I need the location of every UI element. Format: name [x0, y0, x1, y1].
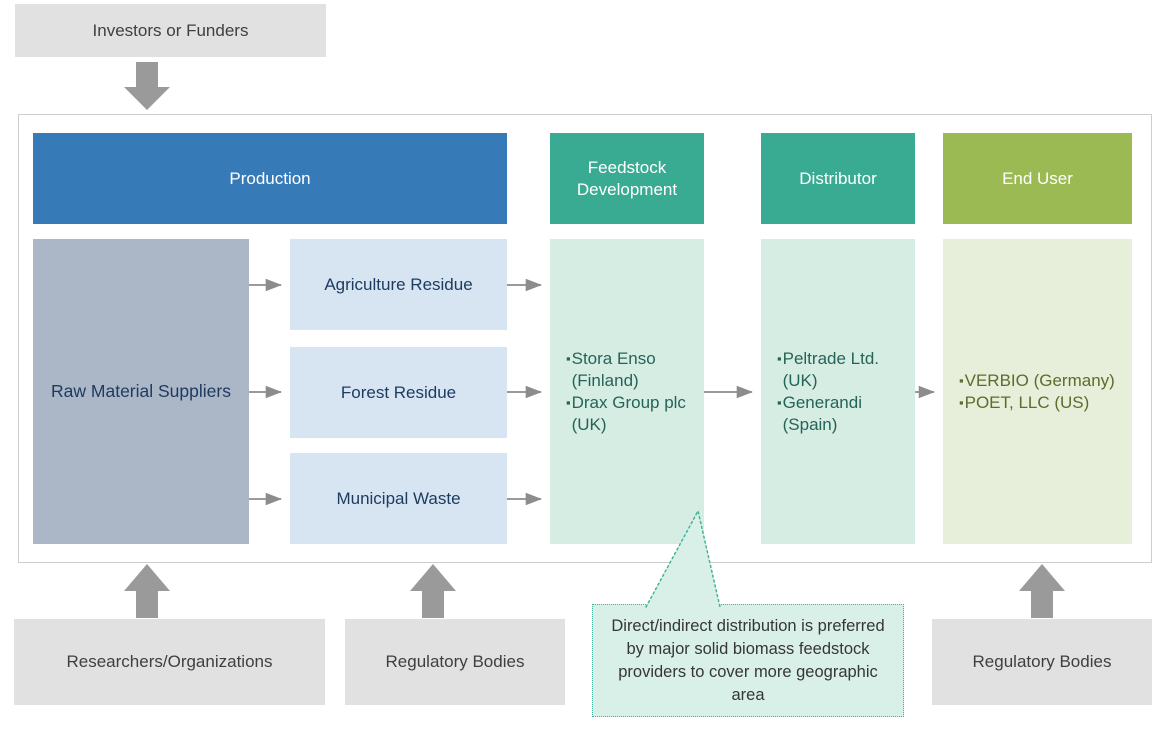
- regulatory-bodies-right-label: Regulatory Bodies: [972, 652, 1112, 671]
- researchers-box: Researchers/Organizations: [14, 619, 325, 705]
- end-user-company-2: POET, LLC (US): [964, 392, 1090, 412]
- end-user-company-1: VERBIO (Germany): [964, 370, 1115, 390]
- end-user-companies-box: ▪ VERBIO (Germany) ▪ POET, LLC (US): [943, 239, 1132, 544]
- forest-residue-label: Forest Residue: [340, 382, 457, 402]
- up-arrow-regulatory-right-icon: [1019, 564, 1065, 618]
- municipal-waste-box: Municipal Waste: [290, 453, 507, 544]
- distributor-header-label: Distributor: [799, 168, 877, 188]
- distribution-callout: Direct/indirect distribution is preferre…: [592, 604, 904, 717]
- regulatory-bodies-left-box: Regulatory Bodies: [345, 619, 565, 705]
- forest-residue-box: Forest Residue: [290, 347, 507, 438]
- regulatory-bodies-right-box: Regulatory Bodies: [932, 619, 1152, 705]
- investors-box: Investors or Funders: [15, 4, 326, 57]
- agriculture-residue-box: Agriculture Residue: [290, 239, 507, 330]
- list-item: ▪ POET, LLC (US): [959, 392, 1122, 414]
- bullet-icon: ▪: [566, 350, 571, 366]
- raw-material-suppliers-label: Raw Material Suppliers: [51, 381, 231, 401]
- production-header: Production: [33, 133, 507, 224]
- production-header-label: Production: [229, 168, 311, 188]
- distributor-header: Distributor: [761, 133, 915, 224]
- feedstock-company-2: Drax Group plc (UK): [571, 392, 686, 434]
- feedstock-companies-box: ▪ Stora Enso (Finland) ▪ Drax Group plc …: [550, 239, 704, 544]
- regulatory-bodies-left-label: Regulatory Bodies: [385, 652, 525, 671]
- end-user-header-label: End User: [1002, 168, 1073, 188]
- distributor-companies-box: ▪ Peltrade Ltd. (UK) ▪ Generandi (Spain): [761, 239, 915, 544]
- bullet-icon: ▪: [777, 350, 782, 366]
- down-arrow-icon: [124, 62, 170, 110]
- end-user-header: End User: [943, 133, 1132, 224]
- distribution-callout-text: Direct/indirect distribution is preferre…: [611, 616, 885, 704]
- list-item: ▪ Peltrade Ltd. (UK): [777, 348, 905, 392]
- list-item: ▪ Drax Group plc (UK): [566, 392, 694, 436]
- list-item: ▪ VERBIO (Germany): [959, 370, 1122, 392]
- bullet-icon: ▪: [777, 394, 782, 410]
- list-item: ▪ Generandi (Spain): [777, 392, 905, 436]
- bullet-icon: ▪: [959, 394, 964, 410]
- researchers-label: Researchers/Organizations: [66, 652, 273, 671]
- bullet-icon: ▪: [566, 394, 571, 410]
- up-arrow-researchers-icon: [124, 564, 170, 618]
- up-arrow-regulatory-left-icon: [410, 564, 456, 618]
- bullet-icon: ▪: [959, 372, 964, 388]
- investors-label: Investors or Funders: [92, 20, 249, 40]
- distributor-company-2: Generandi (Spain): [782, 392, 862, 434]
- feedstock-development-header: Feedstock Development: [550, 133, 704, 224]
- feedstock-company-1: Stora Enso (Finland): [571, 348, 656, 390]
- feedstock-header-label: Feedstock Development: [576, 157, 678, 199]
- municipal-waste-label: Municipal Waste: [336, 488, 461, 508]
- agriculture-residue-label: Agriculture Residue: [324, 274, 473, 294]
- raw-material-suppliers-box: Raw Material Suppliers: [33, 239, 249, 544]
- distributor-company-1: Peltrade Ltd. (UK): [782, 348, 880, 390]
- list-item: ▪ Stora Enso (Finland): [566, 348, 694, 392]
